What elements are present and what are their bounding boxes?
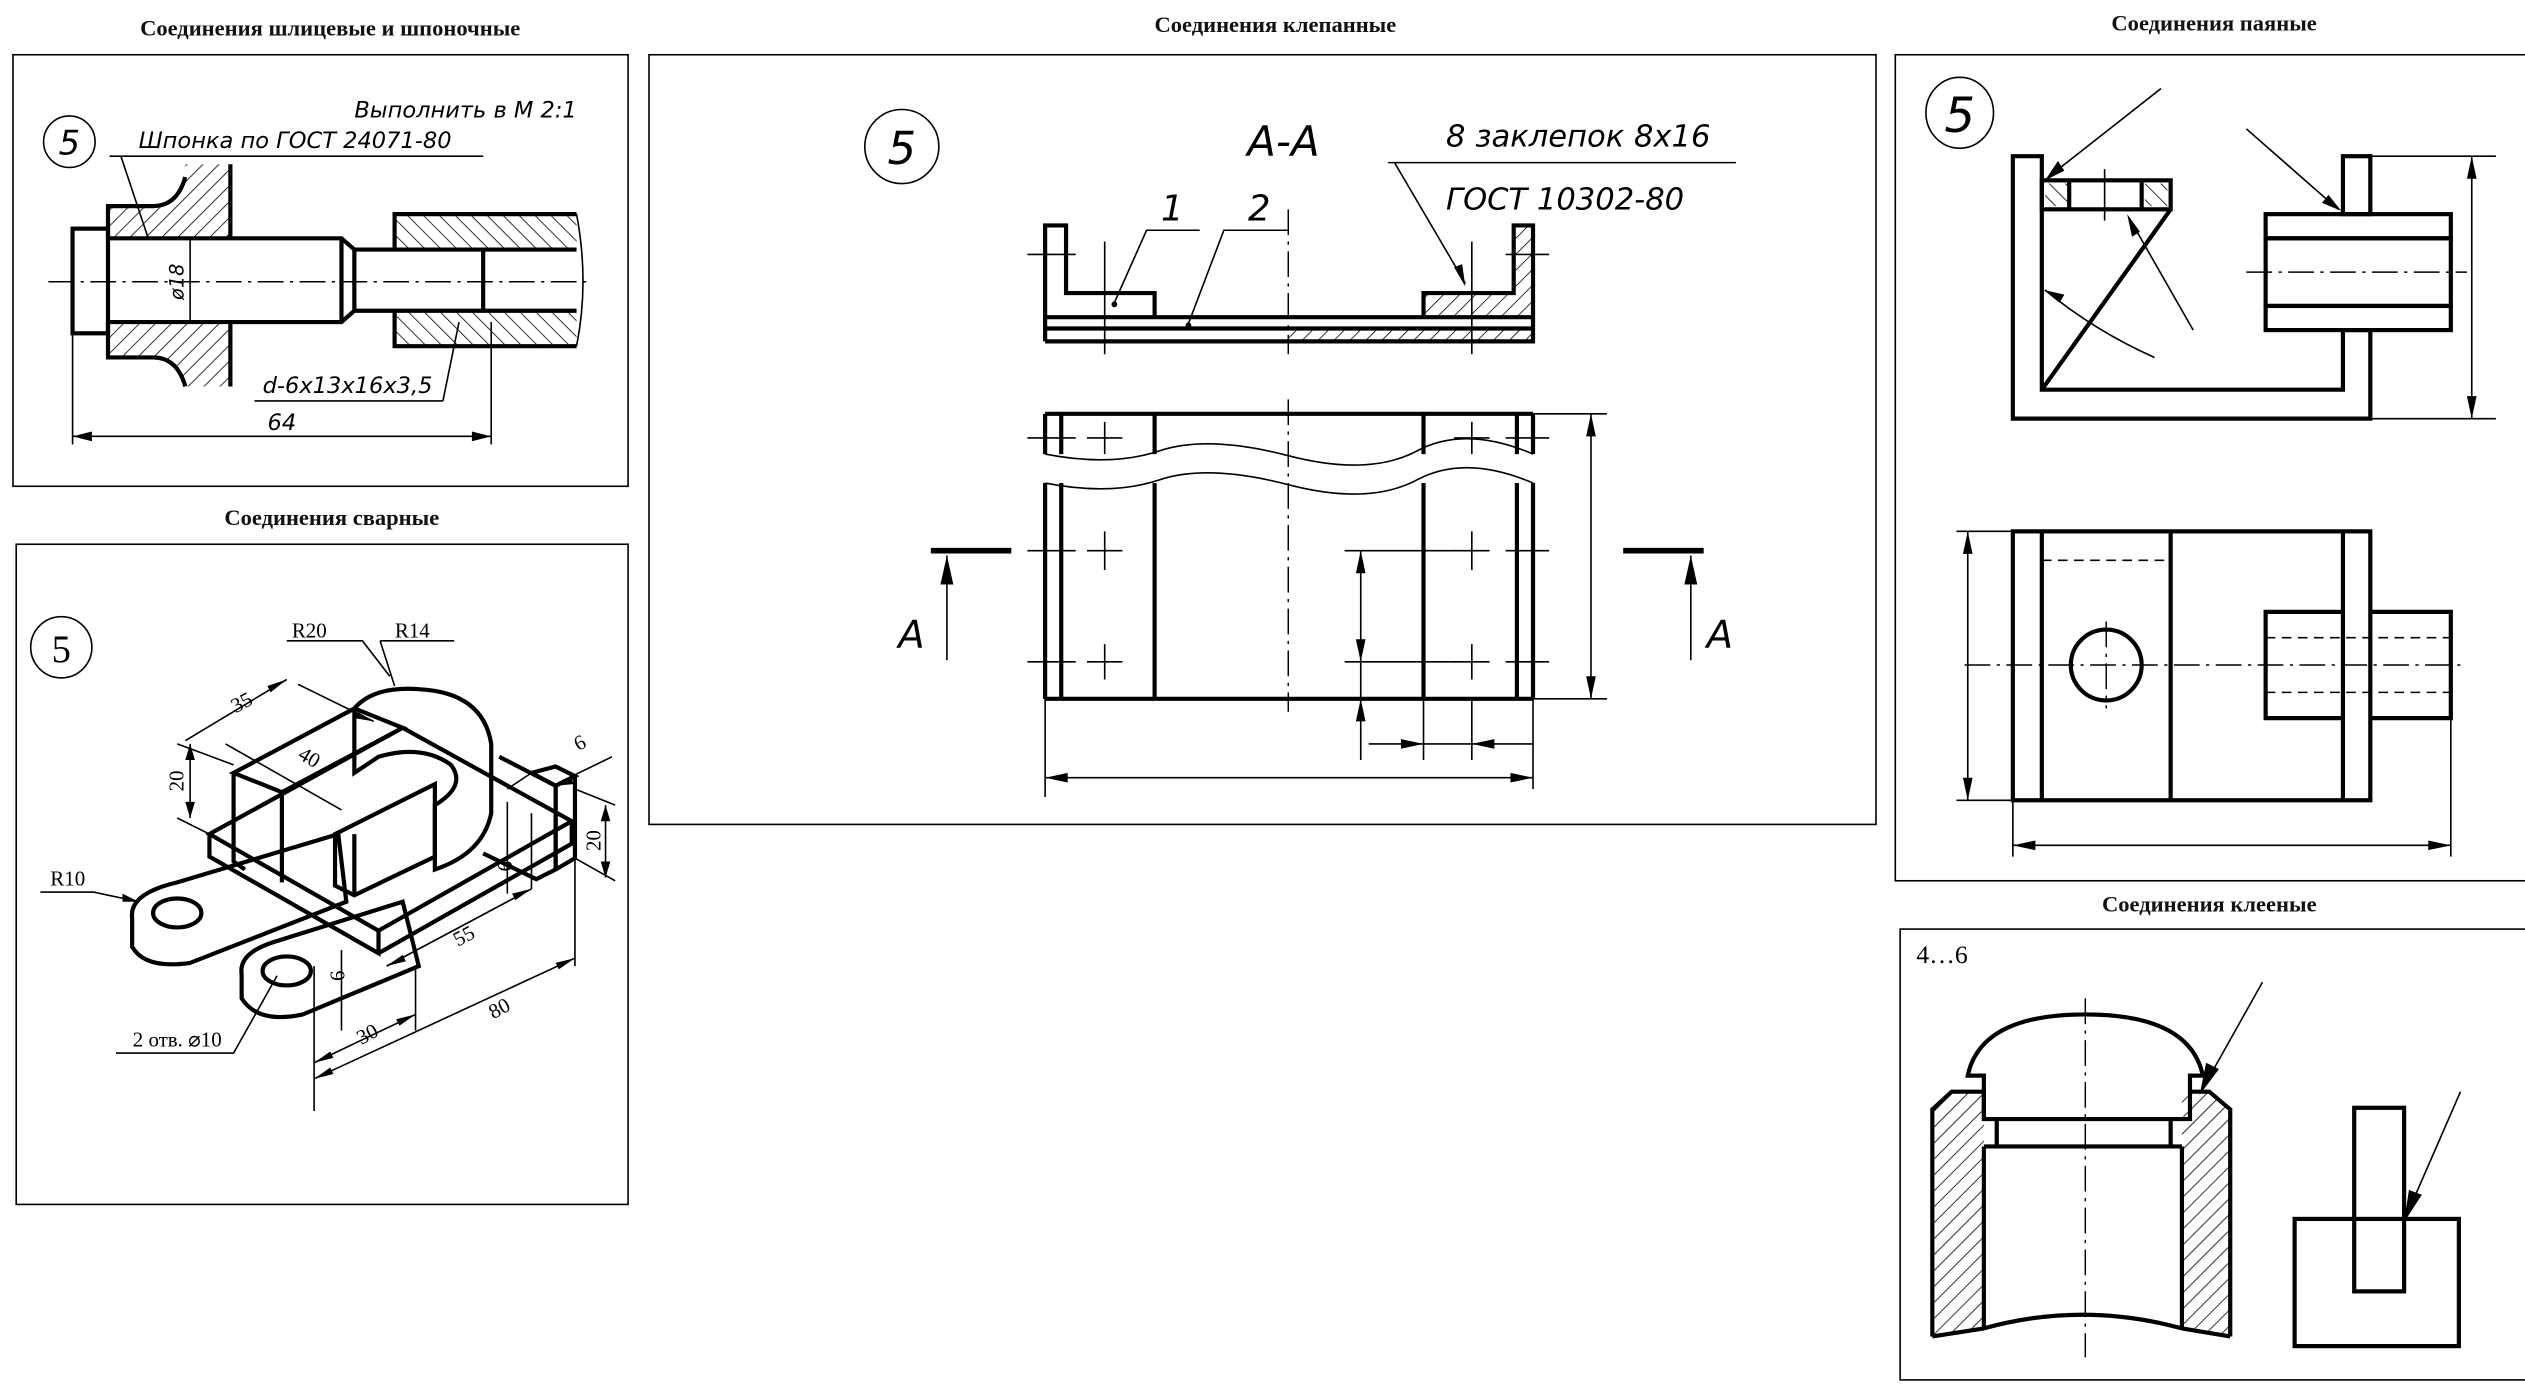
panel-glue: Соединения клееные 4…6 <box>1899 891 2525 1381</box>
panel-frame <box>1894 53 2525 882</box>
panel-title: Соединения шлицевые и шпоночные <box>140 15 520 40</box>
dim-6-mid: 6 <box>493 861 517 871</box>
dim-r14: R14 <box>395 619 430 643</box>
variant-circle <box>42 115 96 169</box>
part-1-label: 1 <box>1161 189 1184 230</box>
variant-number: 5 <box>1944 88 1975 144</box>
dim-30: 30 <box>352 1018 382 1049</box>
spline-note: d-6x13x16x3,5 <box>263 373 433 399</box>
variant-number: 5 <box>52 629 71 671</box>
panel-rivet: Соединения клепанные 5 А-А 8 заклепок 8х… <box>648 12 1877 826</box>
dim-40: 40 <box>294 742 324 773</box>
part-2-label: 2 <box>1248 189 1271 230</box>
dim-6-top: 6 <box>569 730 590 756</box>
dim-holes: 2 отв. ⌀10 <box>133 1028 222 1052</box>
section-label: А-А <box>1244 117 1319 166</box>
dim-r20: R20 <box>292 619 327 643</box>
scale-note: Выполнить в М 2:1 <box>354 98 576 124</box>
variant-number: 5 <box>59 124 81 163</box>
rivets-gost: ГОСТ 10302-80 <box>1446 182 1684 217</box>
panel-frame <box>648 53 1877 826</box>
dim-r10: R10 <box>50 867 85 891</box>
panel-title: Соединения сварные <box>224 505 439 530</box>
length-dim: 64 <box>268 410 297 436</box>
key-note: Шпонка по ГОСТ 24071-80 <box>139 128 452 154</box>
dim-20-left: 20 <box>165 770 189 791</box>
rivets-note: 8 заклепок 8х16 <box>1446 120 1710 155</box>
panel-title: Соединения клепанные <box>1154 12 1396 37</box>
panel-title: Соединения паяные <box>2111 11 2316 36</box>
panel-spline-key: Соединения шлицевые и шпоночные 5 Выполн… <box>12 15 629 488</box>
panel-weld: Соединения сварные 5 <box>15 505 629 1206</box>
dim-20-right: 20 <box>582 830 606 851</box>
variant-number: 5 <box>887 122 916 175</box>
section-mark-right: А <box>1704 612 1733 657</box>
panel-title: Соединения клееные <box>2102 891 2317 916</box>
diameter-dim: ø18 <box>166 264 189 301</box>
panel-solder: Соединения паяные 5 <box>1894 11 2525 882</box>
panel-frame <box>12 53 629 488</box>
section-mark-left: А <box>895 612 924 657</box>
dim-55: 55 <box>449 920 479 951</box>
panel-frame <box>1899 928 2525 1381</box>
dim-6-low: 6 <box>326 971 350 981</box>
panel-frame <box>15 543 629 1206</box>
variant-number: 4…6 <box>1916 940 1968 969</box>
